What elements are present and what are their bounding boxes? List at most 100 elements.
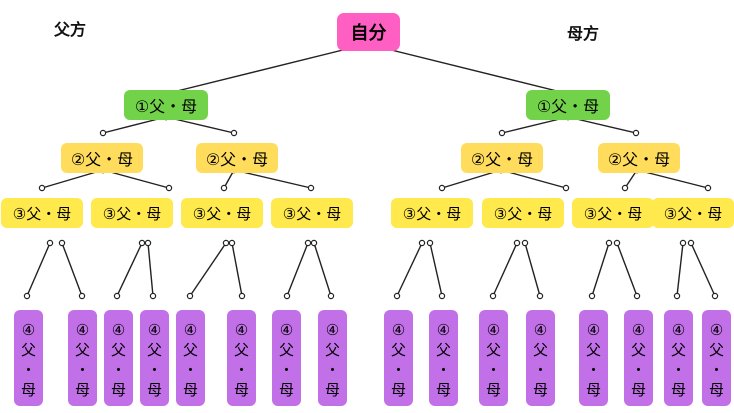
gen4-dot: ・ [708, 361, 724, 379]
connector-end-circle [99, 129, 107, 137]
gen4-mother: 母 [485, 381, 501, 400]
gen4-father: 父 [585, 340, 601, 359]
connector-end-circle [632, 129, 640, 137]
gen4-number: ④ [631, 320, 646, 339]
gen1-node-father-side: ①父・母 [124, 90, 208, 120]
connector-end-circle [521, 239, 529, 247]
connector-line [189, 242, 227, 297]
gen2-node-4: ②父・母 [598, 143, 680, 173]
gen4-number: ④ [709, 320, 724, 339]
gen4-number: ④ [183, 320, 198, 339]
gen3-node-6: ③父・母 [482, 198, 564, 228]
gen4-mother: 母 [324, 381, 340, 400]
connector-end-circle [562, 184, 570, 192]
mother-side-label: 母方 [567, 24, 600, 43]
gen3-node-8: ③父・母 [652, 198, 734, 228]
gen4-dot: ・ [146, 361, 162, 379]
connector-end-circle [687, 239, 695, 247]
self-node: 自分 [337, 13, 400, 51]
connector-line [26, 242, 51, 297]
connector-end-circle [711, 292, 719, 300]
gen4-father: 父 [182, 340, 198, 359]
connector-line [313, 242, 332, 297]
gen4-number: ④ [486, 320, 501, 339]
gen3-node-5: ③父・母 [391, 198, 473, 228]
gen4-number: ④ [436, 320, 451, 339]
gen4-dot: ・ [110, 361, 126, 379]
father-side-label: 父方 [54, 20, 87, 39]
gen4-father: 父 [278, 340, 294, 359]
connector-end-circle [327, 292, 335, 300]
gen4-father: 父 [435, 340, 451, 359]
gen4-father: 父 [20, 340, 36, 359]
gen4-number: ④ [533, 320, 548, 339]
connector-line [676, 242, 684, 297]
gen3-node-1: ③父・母 [1, 198, 83, 228]
connector-line [500, 169, 567, 189]
connector-end-circle [23, 292, 31, 300]
gen4-father: 父 [324, 340, 340, 359]
connector-line [636, 169, 709, 189]
gen4-mother: 母 [20, 381, 36, 400]
connector-end-circle [438, 292, 446, 300]
gen4-number: ④ [279, 320, 294, 339]
gen4-dot: ・ [324, 361, 340, 379]
connector-end-circle [605, 239, 613, 247]
connector-end-circle [144, 239, 152, 247]
gen2-node-2: ②父・母 [196, 143, 278, 173]
connector-end-circle [418, 239, 426, 247]
connector-line [441, 169, 502, 189]
gen4-dot: ・ [630, 361, 646, 379]
connector-line [286, 242, 309, 297]
gen4-mother: 母 [585, 381, 601, 400]
gen2-node-3: ②父・母 [461, 143, 543, 173]
connector-end-circle [230, 129, 238, 137]
connector-end-circle [307, 184, 315, 192]
connector-end-circle [46, 239, 54, 247]
connector-line [524, 242, 541, 297]
connector-line [366, 43, 570, 95]
gen4-mother: 母 [630, 381, 646, 400]
gen4-number: ④ [21, 320, 36, 339]
gen4-number: ④ [671, 320, 686, 339]
connector-end-circle [283, 292, 291, 300]
gen4-dot: ・ [532, 361, 548, 379]
gen4-mother: 母 [110, 381, 126, 400]
connector-line [41, 169, 104, 189]
gen4-mother: 母 [278, 381, 294, 400]
gen4-father: 父 [390, 340, 406, 359]
gen3-node-4: ③父・母 [271, 198, 353, 228]
gen4-father: 父 [110, 340, 126, 359]
connector-end-circle [489, 292, 497, 300]
connector-end-circle [222, 239, 230, 247]
gen3-node-7: ③父・母 [572, 198, 654, 228]
gen4-mother: 母 [390, 381, 406, 400]
connector-line [591, 242, 610, 297]
gen4-mother: 母 [708, 381, 724, 400]
connector-line [223, 169, 235, 189]
connector-end-circle [673, 292, 681, 300]
connector-end-circle [679, 239, 687, 247]
connector-end-circle [621, 184, 629, 192]
gen4-mother: 母 [182, 381, 198, 400]
connector-end-circle [149, 292, 157, 300]
connector-end-circle [536, 292, 544, 300]
gen4-dot: ・ [278, 361, 294, 379]
gen4-dot: ・ [182, 361, 198, 379]
gen4-dot: ・ [390, 361, 406, 379]
connector-end-circle [138, 239, 146, 247]
gen4-dot: ・ [485, 361, 501, 379]
gen4-father: 父 [708, 340, 724, 359]
gen4-dot: ・ [670, 361, 686, 379]
gen4-dot: ・ [20, 361, 36, 379]
connector-line [492, 242, 518, 297]
